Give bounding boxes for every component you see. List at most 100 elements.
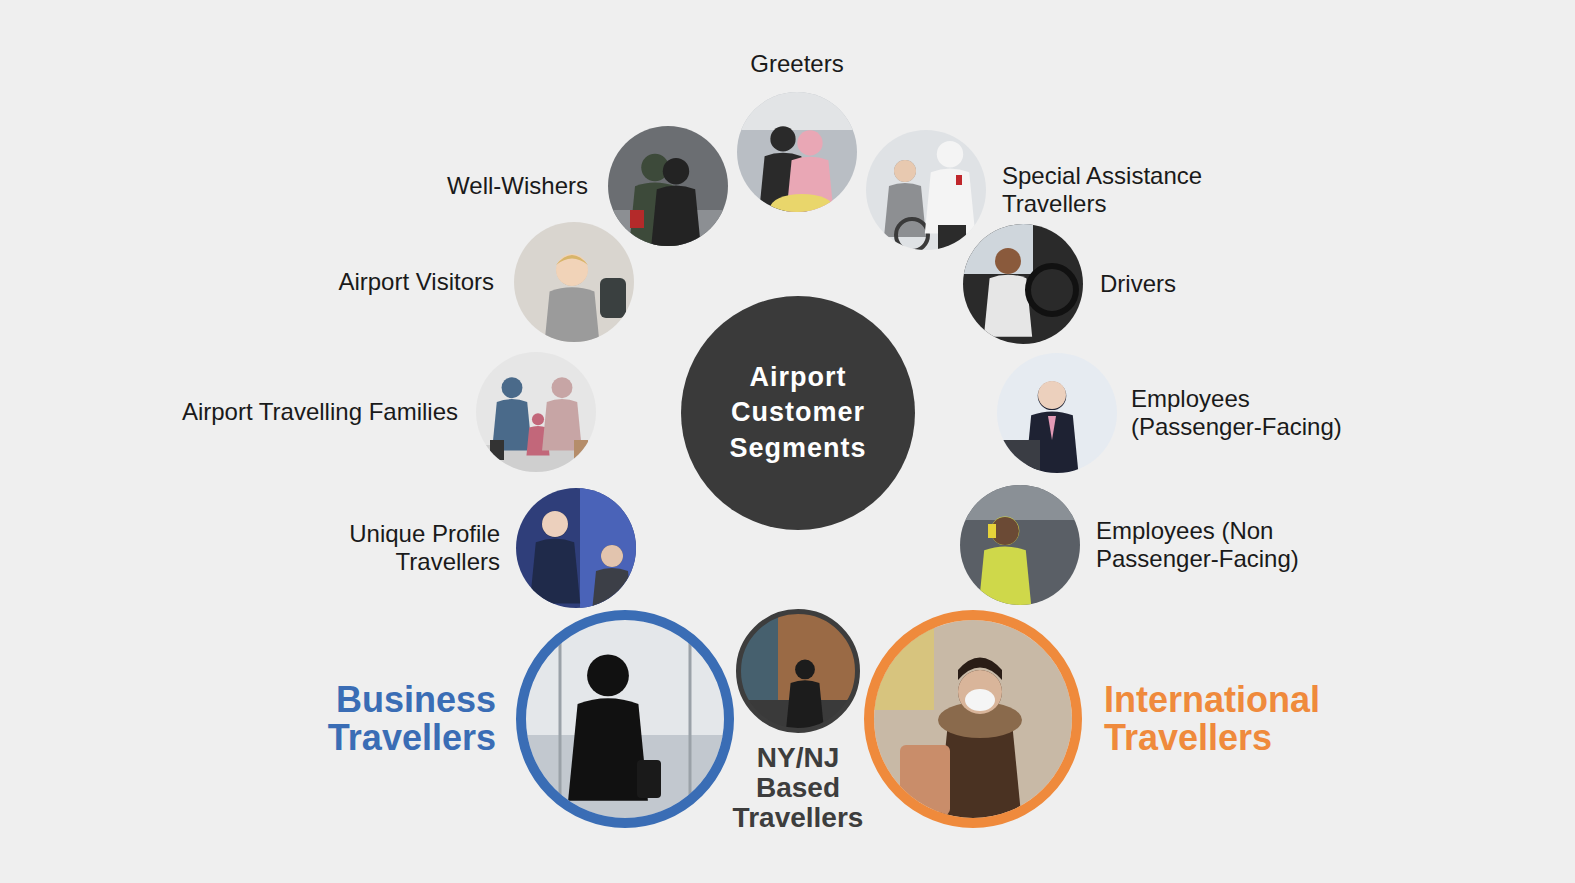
circle-shape <box>514 222 634 342</box>
circle-outline <box>866 130 986 250</box>
circle-outline <box>736 609 860 733</box>
circle-shape <box>866 130 986 250</box>
segment-label: Greeters <box>750 50 843 78</box>
person-head <box>995 248 1021 274</box>
circle-outline <box>963 224 1083 344</box>
circle-outline <box>608 126 728 246</box>
circle-shape <box>963 224 1083 344</box>
trousers <box>938 225 966 255</box>
segment-circle: Employees (Non Passenger-Facing) <box>960 485 1080 605</box>
person <box>651 158 701 250</box>
aircraft <box>960 485 1080 520</box>
circle-shape <box>681 296 915 530</box>
person-head <box>958 670 1002 714</box>
badge <box>956 175 962 185</box>
circle-outline <box>476 352 596 472</box>
person <box>530 511 580 603</box>
person <box>543 255 602 363</box>
circle-shape <box>960 485 1080 605</box>
person-head <box>894 160 916 182</box>
photo-ceiling <box>737 92 857 130</box>
segment-label: Special Assistance Travellers <box>1002 162 1230 218</box>
greeters-photo <box>737 92 857 222</box>
passenger-facing-photo <box>997 353 1117 482</box>
wheel <box>896 219 928 251</box>
segment-label: Unique Profile Travellers <box>322 520 500 576</box>
pink-shirt <box>1048 416 1056 440</box>
circle-outline <box>516 488 636 608</box>
mask <box>965 689 995 711</box>
circle-shape <box>521 615 729 823</box>
photo-ground <box>963 224 1083 344</box>
person <box>938 670 1022 824</box>
unique-profile-photo <box>516 488 636 622</box>
segment-label: International Travellers <box>1104 681 1359 757</box>
segment-label: Airport Travelling Families <box>182 398 458 426</box>
segment-label: Employees (Non Passenger-Facing) <box>1096 517 1381 573</box>
suitcase <box>637 760 661 798</box>
person <box>492 377 532 450</box>
person <box>568 655 648 801</box>
circle-shape <box>516 488 636 608</box>
person <box>884 160 926 237</box>
circle-shape <box>737 92 857 212</box>
families-photo <box>476 352 596 472</box>
segment-circle: Airport Customer Segments <box>681 296 915 530</box>
segment-circle: Business Travellers <box>516 610 734 828</box>
bag <box>630 210 644 228</box>
segment-label: Well-Wishers <box>447 172 588 200</box>
steering-wheel <box>1028 266 1076 314</box>
circle-outline <box>960 485 1080 605</box>
segment-circle: Airport Travelling Families <box>476 352 596 472</box>
screen <box>1000 440 1040 470</box>
circle-shape <box>869 615 1077 823</box>
person-head <box>1038 381 1066 409</box>
legs <box>594 740 622 800</box>
circle-shape <box>739 612 858 731</box>
segment-label: NY/NJ Based Travellers <box>723 743 873 833</box>
window-frame <box>559 620 562 820</box>
photo-ground <box>476 352 596 472</box>
circle-outline <box>737 92 857 212</box>
circle-outline <box>864 610 1082 828</box>
circle-outline <box>516 610 734 828</box>
segment-circle: Well-Wishers <box>608 126 728 246</box>
suitcase <box>574 440 588 460</box>
segment-label: Airport Visitors <box>338 268 494 296</box>
segment-label: Employees (Passenger-Facing) <box>1131 385 1376 441</box>
segment-circle: Unique Profile Travellers <box>516 488 636 608</box>
segment-circle: Drivers <box>963 224 1083 344</box>
segment-circle: Airport Visitors <box>514 222 634 342</box>
person <box>978 517 1033 617</box>
headset <box>988 524 996 538</box>
person-head <box>542 511 568 537</box>
photo-ground <box>738 611 858 731</box>
segment-circle: International Travellers <box>864 610 1082 828</box>
person-head <box>601 545 623 567</box>
window-frame <box>689 620 692 820</box>
circle-outline <box>514 222 634 342</box>
person-head <box>556 254 588 286</box>
segment-label: Drivers <box>1100 270 1176 298</box>
well-wishers-photo <box>608 126 728 250</box>
drivers-photo <box>963 224 1083 344</box>
special-assistance-photo <box>866 130 986 255</box>
person <box>786 660 824 729</box>
circle-outline <box>997 353 1117 473</box>
backpack <box>600 278 626 318</box>
yellow-top <box>770 194 834 222</box>
non-passenger-facing-photo <box>960 485 1080 617</box>
segment-label: Business Travellers <box>301 681 496 757</box>
person <box>542 377 582 450</box>
nynj-photo <box>738 611 858 731</box>
suitcase <box>490 440 504 460</box>
hair <box>556 255 588 265</box>
circle-shape <box>608 126 728 246</box>
segment-circle: Special Assistance Travellers <box>866 130 986 250</box>
visitors-photo <box>514 222 634 363</box>
circle-shape <box>997 353 1117 473</box>
segment-circle: Greeters <box>737 92 857 212</box>
hair <box>958 658 1002 681</box>
person <box>925 141 975 233</box>
car-window <box>963 224 1033 274</box>
